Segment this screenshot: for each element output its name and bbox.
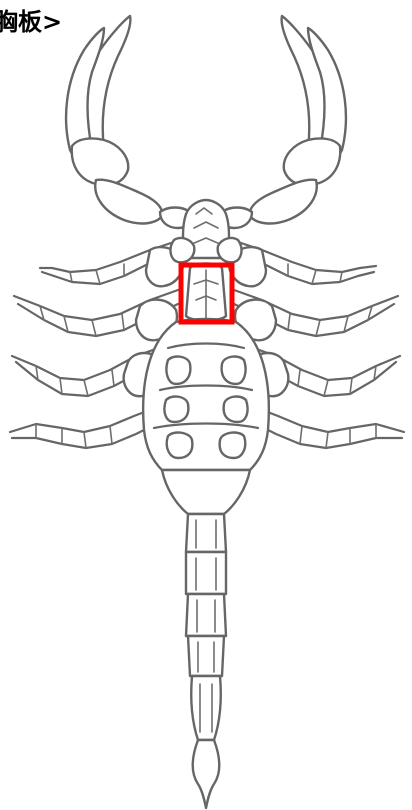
right-pedipalp [221, 16, 346, 228]
left-pedipalp [66, 16, 191, 228]
metasoma [186, 514, 226, 808]
sternum [186, 264, 226, 321]
mesosoma [143, 319, 269, 514]
